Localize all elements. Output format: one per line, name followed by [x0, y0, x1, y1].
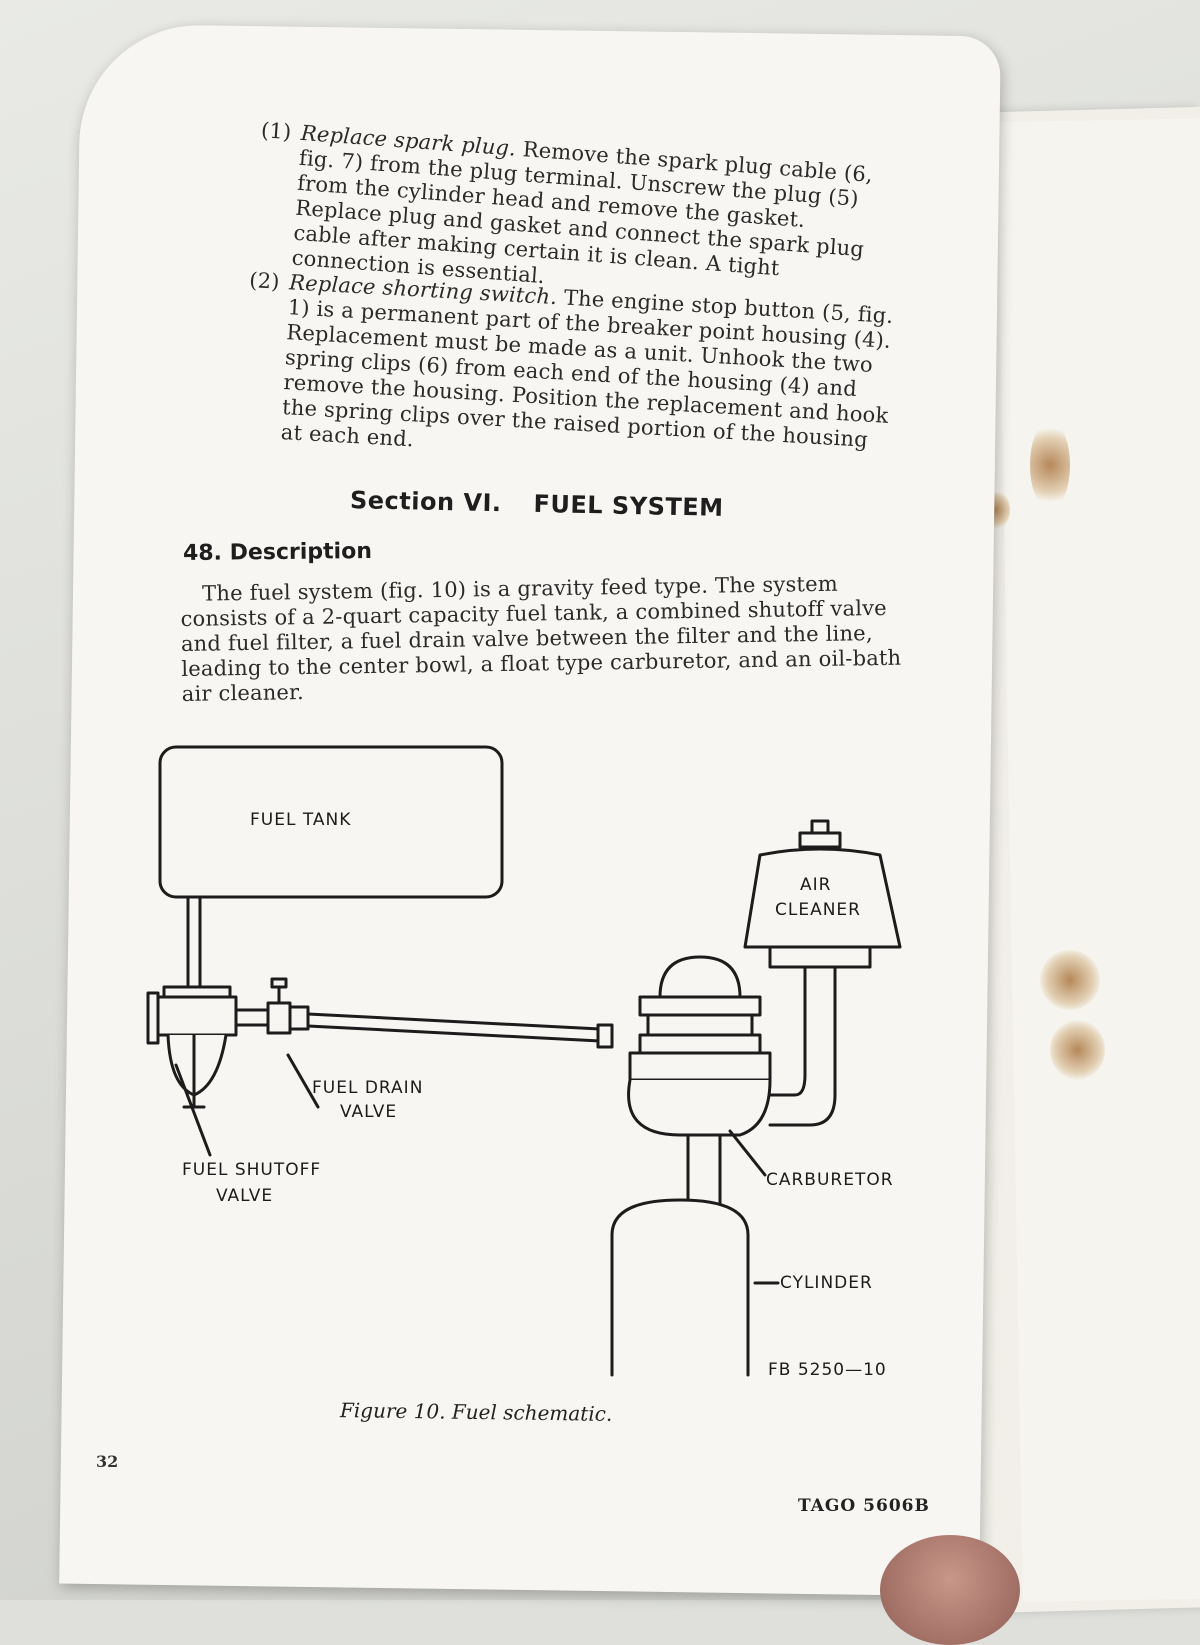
label-cylinder: CYLINDER: [780, 1273, 873, 1293]
footer-code: TAGO 5606B: [798, 1496, 930, 1516]
fuel-tank-shape: [158, 745, 504, 899]
cylinder-shape: [610, 1198, 750, 1377]
paragraph-48-body: The fuel system (fig. 10) is a gravity f…: [180, 571, 912, 707]
adjacent-page: [997, 118, 1200, 1602]
paragraph-48-heading: 48. Description: [182, 539, 373, 566]
paragraph-48-text: The fuel system (fig. 10) is a gravity f…: [180, 571, 902, 706]
label-cleaner: CLEANER: [775, 900, 861, 920]
label-fuel-drain: FUEL DRAIN: [312, 1078, 423, 1098]
item-1-number: (1): [260, 118, 293, 145]
label-fuel-tank: FUEL TANK: [250, 810, 351, 830]
item-2-paragraph: (2)Replace shorting switch. The engine s…: [240, 268, 899, 479]
rust-stain: [1050, 1020, 1105, 1080]
rust-stain: [1030, 420, 1070, 510]
label-fuel-shutoff: FUEL SHUTOFF: [182, 1160, 321, 1180]
carburetor-body: [628, 1051, 772, 1082]
figure-caption: Figure 10. Fuel schematic.: [339, 1398, 613, 1426]
label-air: AIR: [800, 875, 831, 895]
fuel-schematic-diagram: FUEL TANK AIR CLEANER FUEL DRAIN VALVE F…: [146, 745, 902, 1380]
item-2-number: (2): [248, 268, 281, 294]
page-number: 32: [96, 1452, 119, 1471]
section-title: FUEL SYSTEM: [533, 489, 724, 522]
label-carburetor: CARBURETOR: [766, 1170, 894, 1190]
drain-valve-body: [266, 1001, 292, 1035]
label-drain-valve: VALVE: [340, 1102, 397, 1122]
item-2-body: The engine stop button (5, fig. 1) is a …: [280, 285, 894, 452]
item-1-body: Remove the spark plug cable (6, fig. 7) …: [290, 137, 874, 289]
label-shutoff-valve: VALVE: [216, 1186, 273, 1206]
air-cleaner-shape: [743, 847, 902, 949]
shutoff-valve-body: [156, 995, 238, 1037]
thumb: [880, 1535, 1020, 1645]
label-fb-code: FB 5250—10: [768, 1360, 887, 1380]
rust-stain: [1040, 950, 1100, 1010]
carburetor-dome: [658, 955, 742, 999]
section-label: Section VI.: [349, 486, 502, 518]
